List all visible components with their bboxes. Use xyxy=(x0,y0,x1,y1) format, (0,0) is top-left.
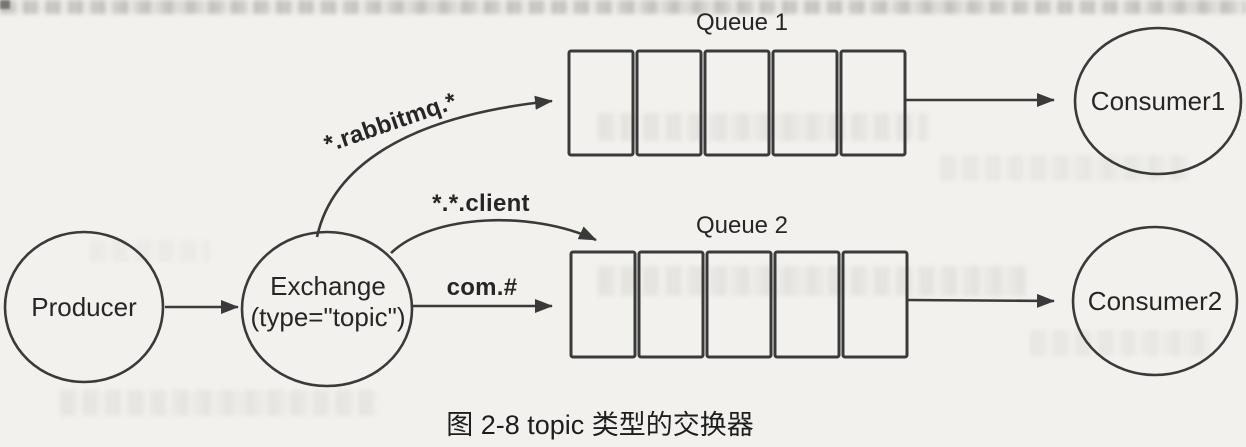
consumer1-node xyxy=(1073,26,1243,176)
binding-arrow-rabbitmq xyxy=(315,95,553,238)
queue-slot xyxy=(569,250,637,359)
queue2 xyxy=(569,250,909,359)
binding-label-client: *.*.client xyxy=(432,190,530,217)
queue-slot xyxy=(567,49,635,157)
binding-arrow-client xyxy=(390,218,597,254)
consumer2-node xyxy=(1071,225,1239,377)
queue-slot xyxy=(771,49,839,157)
consumer1-label: Consumer1 xyxy=(1091,86,1225,116)
queue-slot xyxy=(703,49,771,157)
queue-slot xyxy=(839,49,907,157)
queue-slot xyxy=(773,250,841,359)
exchange-name-label: Exchange xyxy=(270,271,386,301)
producer-label: Producer xyxy=(31,292,137,322)
figure-caption: 图 2-8 topic 类型的交换器 xyxy=(446,410,754,440)
binding-label-com: com.# xyxy=(447,274,518,301)
exchange-type-label: (type="topic") xyxy=(250,302,405,332)
queue-slot xyxy=(635,49,703,157)
queue-slot xyxy=(841,250,909,359)
scan-artifact xyxy=(0,0,10,9)
producer-node xyxy=(3,230,165,384)
queue-slot xyxy=(637,250,705,359)
exchange-node xyxy=(240,230,414,388)
queue1 xyxy=(567,49,907,157)
arrow-queue2-to-consumer2 xyxy=(905,293,1055,308)
queue1-label: Queue 1 xyxy=(696,9,788,36)
queue2-label: Queue 2 xyxy=(696,212,788,239)
queue-slot xyxy=(705,250,773,359)
consumer2-label: Consumer2 xyxy=(1088,286,1222,316)
